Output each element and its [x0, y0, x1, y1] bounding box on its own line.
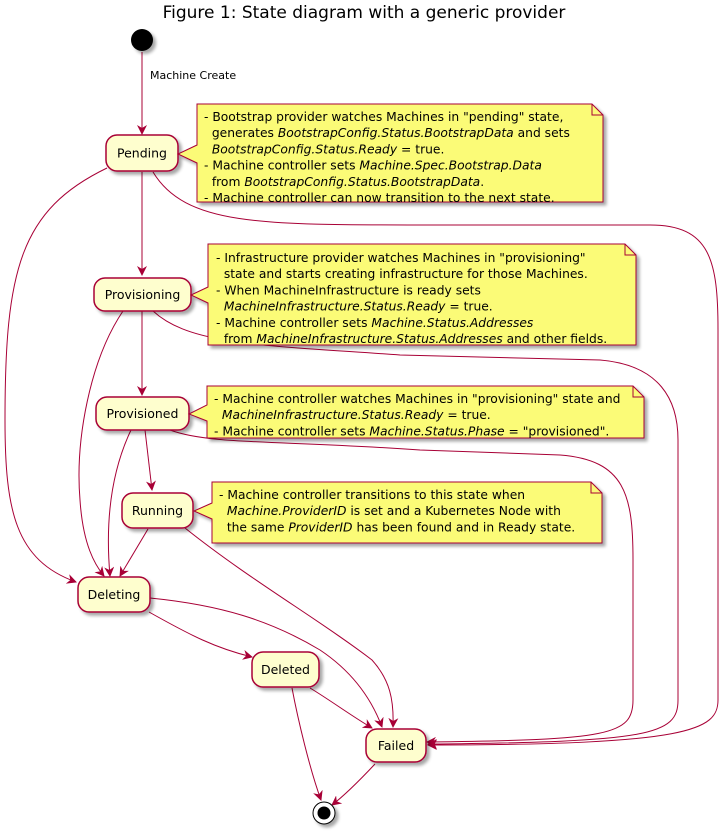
state-failed[interactable]: Failed — [365, 728, 427, 763]
note-provisioning: - Infrastructure provider watches Machin… — [189, 243, 637, 346]
note-line-segment: MachineInfrastructure.Status.Ready — [224, 300, 446, 314]
note-line-segment — [204, 142, 212, 156]
state-provisioned[interactable]: Provisioned — [95, 396, 190, 431]
end-node — [312, 801, 336, 825]
note-line-segment: - Machine controller can now transition … — [204, 191, 555, 205]
note-line-segment — [214, 408, 222, 422]
edge-provisioned-deleting — [104, 429, 132, 577]
state-label: Deleted — [261, 662, 310, 677]
note-line-segment: has been found and in Ready state. — [353, 520, 576, 534]
note-provisioned-text: - Machine controller watches Machines in… — [214, 392, 620, 438]
state-label: Provisioned — [107, 406, 179, 421]
edge-running-failed — [184, 527, 399, 728]
edge-deleted-end — [291, 687, 323, 801]
note-line-segment: ProviderID — [288, 520, 352, 534]
state-label: Deleting — [88, 587, 141, 602]
note-line-segment: MachineInfrastructure.Status.Addresses — [256, 332, 503, 346]
note-line-segment: = true. — [445, 300, 492, 314]
note-line-segment: Machine.Spec.Bootstrap.Data — [359, 159, 541, 173]
note-line-segment: BootstrapConfig.Status.Ready — [212, 142, 398, 156]
note-line-segment: = true. — [443, 408, 490, 422]
state-running[interactable]: Running — [121, 492, 194, 529]
note-line-segment: from — [204, 175, 244, 189]
note-line-segment: and sets — [514, 126, 570, 140]
note-line-segment: - Machine controller sets — [204, 159, 359, 173]
note-line-segment: = "provisioned". — [505, 424, 610, 438]
note-line-segment: . — [480, 175, 484, 189]
edge-provisioned-running — [144, 429, 156, 491]
edge-running-deleting — [119, 528, 149, 577]
note-running-text: - Machine controller transitions to this… — [219, 488, 575, 534]
edge-failed-end — [331, 763, 376, 806]
edge-provisioning-deleting — [78, 310, 124, 577]
note-line-segment: - Machine controller watches Machines in… — [214, 392, 620, 406]
note-line-segment: - Infrastructure provider watches Machin… — [216, 251, 586, 265]
note-line-segment: = true. — [397, 142, 444, 156]
note-line-segment: state and starts creating infrastructure… — [216, 267, 588, 281]
note-pending-text: - Bootstrap provider watches Machines in… — [204, 110, 570, 205]
note-line-segment: is set and a Kubernetes Node with — [346, 504, 560, 518]
state-label: Pending — [117, 146, 167, 161]
edge-deleting-deleted — [148, 611, 253, 660]
state-deleting[interactable]: Deleting — [77, 576, 151, 613]
note-line-segment: - Machine controller transitions to this… — [219, 488, 525, 502]
note-line-segment: - Machine controller sets — [216, 316, 371, 330]
note-line-segment: Machine.Status.Addresses — [371, 316, 534, 330]
edge-deleted-failed — [309, 687, 373, 729]
state-label: Failed — [378, 738, 414, 753]
edge-provisioned-failed — [169, 429, 634, 747]
state-deleted[interactable]: Deleted — [251, 651, 320, 688]
edge-pending-deleting — [4, 167, 108, 584]
edge-pending-failed — [152, 171, 719, 750]
diagram-title: Figure 1: State diagram with a generic p… — [163, 3, 566, 23]
note-line-segment: - When MachineInfrastructure is ready se… — [216, 283, 481, 297]
note-line-segment: Machine.ProviderID — [227, 504, 347, 518]
note-line-segment: BootstrapConfig.Status.BootstrapData — [244, 175, 480, 189]
note-line-segment: from — [216, 332, 256, 346]
note-line-segment: and other fields. — [503, 332, 607, 346]
edge-label-machine-create: Machine Create — [150, 69, 236, 82]
note-line-segment: - Machine controller sets — [214, 424, 369, 438]
note-line-segment: - Bootstrap provider watches Machines in… — [204, 110, 563, 124]
note-line-segment — [219, 504, 227, 518]
note-line-segment — [216, 300, 224, 314]
note-line-segment: BootstrapConfig.Status.BootstrapData — [278, 126, 514, 140]
state-pending[interactable]: Pending — [105, 134, 179, 172]
state-provisioning[interactable]: Provisioning — [93, 277, 192, 312]
note-line-segment: Machine.Status.Phase — [369, 424, 505, 438]
note-line-segment: the same — [219, 520, 288, 534]
state-label: Running — [132, 503, 183, 518]
note-pending: - Bootstrap provider watches Machines in… — [176, 103, 604, 205]
note-line-segment: MachineInfrastructure.Status.Ready — [222, 408, 444, 422]
state-label: Provisioning — [105, 287, 181, 302]
notes: - Bootstrap provider watches Machines in… — [176, 103, 645, 544]
states: Pending Provisioning Provisioned Running… — [77, 134, 427, 763]
start-node — [131, 29, 153, 51]
note-running: - Machine controller transitions to this… — [192, 481, 603, 544]
note-provisioned: - Machine controller watches Machines in… — [187, 385, 645, 439]
note-provisioning-text: - Infrastructure provider watches Machin… — [216, 251, 607, 346]
edge-deleting-failed — [149, 597, 384, 728]
note-line-segment: generates — [204, 126, 278, 140]
